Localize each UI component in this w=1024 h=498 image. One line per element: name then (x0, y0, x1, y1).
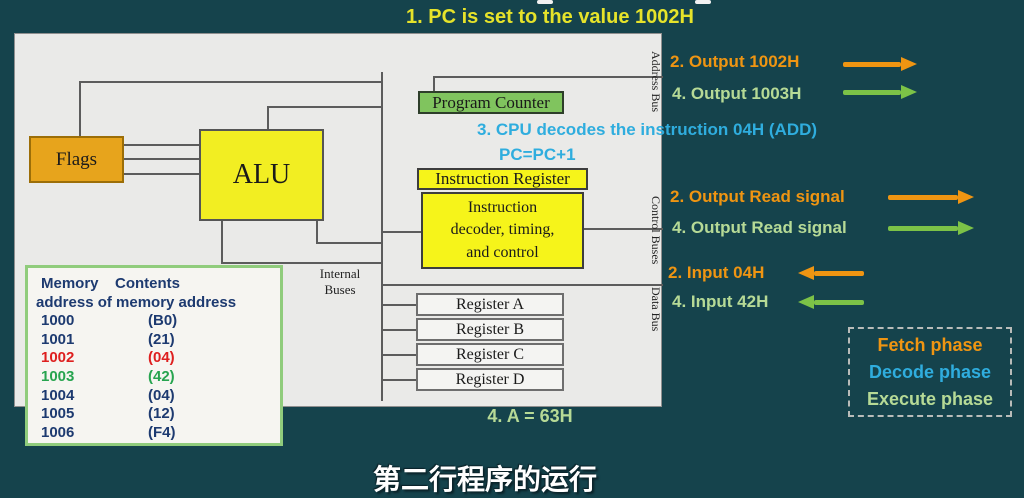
register-d-box: Register D (416, 368, 564, 391)
memory-row: 1005 (12) (41, 405, 175, 423)
memory-row: 1004 (04) (41, 386, 175, 404)
memory-row: 1001 (21) (41, 330, 175, 348)
decoder-text-line: and control (466, 243, 539, 261)
register-b-box: Register B (416, 318, 564, 341)
alu-bus-wire (221, 262, 381, 264)
wire (79, 81, 381, 83)
register-a-box: Register A (416, 293, 564, 316)
pc-increment-note: PC=PC+1 (499, 145, 576, 164)
register-wire (381, 329, 416, 331)
fetch-phase-label: Fetch phase (877, 334, 983, 355)
register-wire (381, 304, 416, 306)
memory-row-current-pc: 1002 (04) (41, 349, 175, 367)
accumulator-result-note: 4. A = 63H (487, 406, 573, 426)
decoder-wire (381, 231, 421, 233)
memory-table: Memory Contents address of memory addres… (25, 265, 283, 446)
address-bus-line (433, 76, 663, 78)
right-arrow-icon (843, 57, 917, 71)
data-bus-line (381, 284, 663, 286)
instruction-register-box: Instruction Register (417, 168, 588, 190)
left-arrow-icon (798, 266, 864, 280)
data-in-fetch-note: 2. Input 04H (668, 263, 765, 282)
decoder-text-line: Instruction (467, 199, 538, 217)
internal-bus-line (381, 72, 383, 401)
decode-step-note: 3. CPU decodes the instruction 04H (ADD) (477, 120, 818, 139)
data-bus-label: Data Bus (649, 286, 663, 332)
instruction-decoder-box: Instruction decoder, timing, and control (421, 192, 584, 269)
flags-alu-wire (124, 158, 199, 160)
alu-bus-wire (316, 221, 318, 242)
step1-heading: 1. PC is set to the value 1002H (406, 6, 694, 28)
slide-caption: 第二行程序的运行 (372, 464, 597, 495)
memory-row: 1006 (F4) (41, 423, 176, 441)
control-out-execute-note: 4. Output Read signal (672, 218, 847, 237)
register-wire (381, 379, 416, 381)
flags-box: Flags (29, 136, 124, 183)
wire (79, 81, 81, 136)
control-out-fetch-note: 2. Output Read signal (670, 187, 845, 206)
alu-box: ALU (199, 129, 324, 221)
memory-table-header: Memory Contents (28, 275, 280, 294)
address-bus-label: Address Bus (649, 51, 663, 113)
right-arrow-icon (843, 85, 917, 99)
right-arrow-icon (888, 190, 974, 204)
control-bus-line (584, 228, 663, 230)
data-in-execute-note: 4. Input 42H (672, 292, 769, 311)
memory-table-subheader: address of memory address (36, 293, 237, 311)
decode-phase-label: Decode phase (868, 361, 992, 382)
clipped-title-fragment (537, 0, 553, 4)
address-out-execute-note: 4. Output 1003H (672, 84, 802, 103)
clipped-title-fragment (695, 0, 711, 4)
address-out-fetch-note: 2. Output 1002H (670, 52, 800, 71)
internal-buses-label: Internal Buses (319, 266, 361, 298)
decoder-text-line: decoder, timing, (450, 221, 555, 239)
wire (267, 106, 269, 129)
left-arrow-icon (798, 295, 864, 309)
alu-bus-wire (316, 242, 381, 244)
memory-row-next-pc: 1003 (42) (41, 367, 175, 385)
register-c-box: Register C (416, 343, 564, 366)
register-wire (381, 354, 416, 356)
control-buses-label: Control Buses (649, 195, 663, 265)
alu-bus-wire (221, 221, 223, 262)
program-counter-box: Program Counter (418, 91, 564, 114)
wire (267, 106, 381, 108)
phase-legend: Fetch phase Decode phase Execute phase (848, 327, 1012, 417)
right-arrow-icon (888, 221, 974, 235)
execute-phase-label: Execute phase (866, 388, 994, 409)
memory-row: 1000 (B0) (41, 312, 178, 330)
flags-alu-wire (124, 144, 199, 146)
memory-col-header: Memory (41, 275, 99, 292)
pc-wire (433, 76, 435, 91)
contents-col-header: Contents (115, 275, 180, 292)
flags-alu-wire (124, 173, 199, 175)
